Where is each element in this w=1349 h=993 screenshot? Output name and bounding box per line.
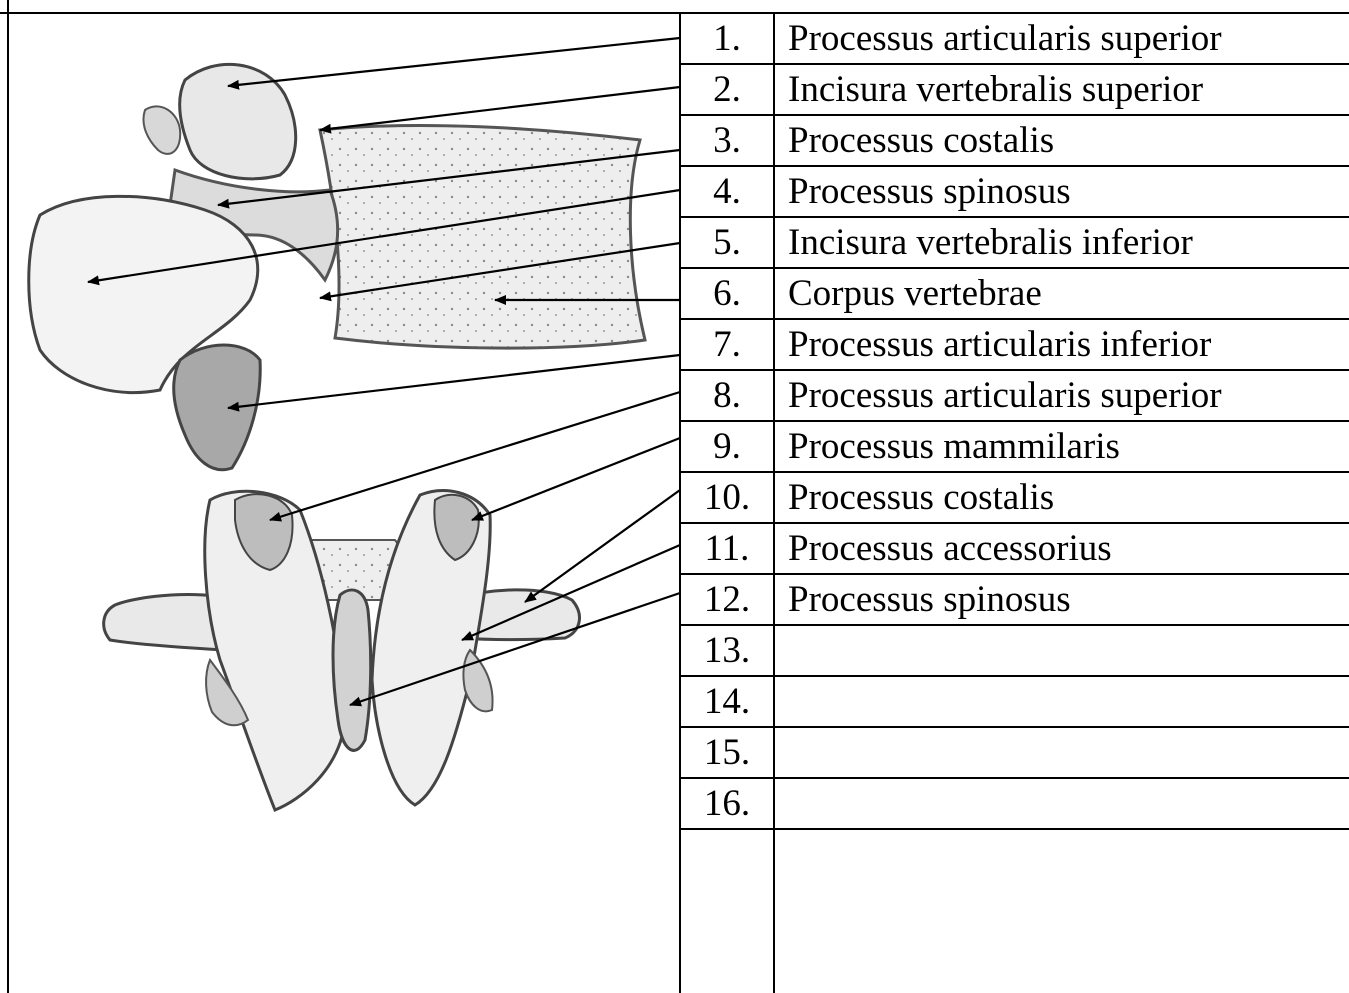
right-superior-facet [433,493,480,562]
leader-line-7 [227,353,681,412]
label-term: Incisura vertebralis inferior [788,222,1193,263]
leader-line-12 [349,591,681,707]
leader-line-5 [319,241,681,302]
leader-line-4 [87,188,681,286]
label-term [788,727,1348,778]
label-number: 6. [713,273,741,314]
leader-line-2 [319,85,681,134]
leader-line-9 [471,436,681,522]
leader-line-11 [461,543,681,642]
leader-lines [87,36,681,707]
leader-line-8 [269,390,681,522]
label-number: 5. [713,222,741,263]
label-number: 14. [703,681,751,722]
label-number: 12. [703,579,751,620]
label-term [788,778,1348,829]
label-number: 16. [703,783,751,824]
label-number: 11. [704,528,750,569]
label-number: 2. [713,69,741,110]
label-term: Processus costalis [788,477,1055,518]
label-number: 10. [703,477,751,518]
vertebral-body [318,123,647,350]
label-term: Corpus vertebrae [788,273,1042,314]
label-number: 8. [713,375,741,416]
label-number: 7. [713,324,741,365]
table-row-lines [680,63,1349,830]
leader-line-1 [227,36,681,90]
superior-articular-process [178,62,298,181]
label-term: Processus articularis superior [788,375,1222,416]
label-term: Processus costalis [788,120,1055,161]
spinous-process [27,194,260,395]
inferior-articular-process [172,343,262,472]
label-number: 13. [703,630,751,671]
label-term: Processus spinosus [788,579,1071,620]
label-number: 9. [713,426,741,467]
leader-line-10 [524,489,681,603]
label-term: Processus spinosus [788,171,1071,212]
leader-line-3 [217,148,681,209]
spinous-process-posterior [331,588,373,752]
vertebra-lateral-view [27,62,647,472]
transverse-stub [142,105,182,155]
label-term: Processus articularis inferior [788,324,1212,365]
label-term: Processus accessorius [788,528,1112,569]
vertebra-posterior-view [102,489,581,812]
label-term: Incisura vertebralis superior [788,69,1204,110]
left-inferior-process [205,657,250,727]
label-number: 3. [713,120,741,161]
label-term [788,625,1348,676]
label-term: Processus mammilaris [788,426,1120,467]
label-term: Processus articularis superior [788,18,1222,59]
right-lamina [370,489,492,807]
label-number: 4. [713,171,741,212]
label-number: 15. [703,732,751,773]
label-term [788,676,1348,727]
right-inferior-process [462,648,494,713]
label-number: 1. [713,18,741,59]
